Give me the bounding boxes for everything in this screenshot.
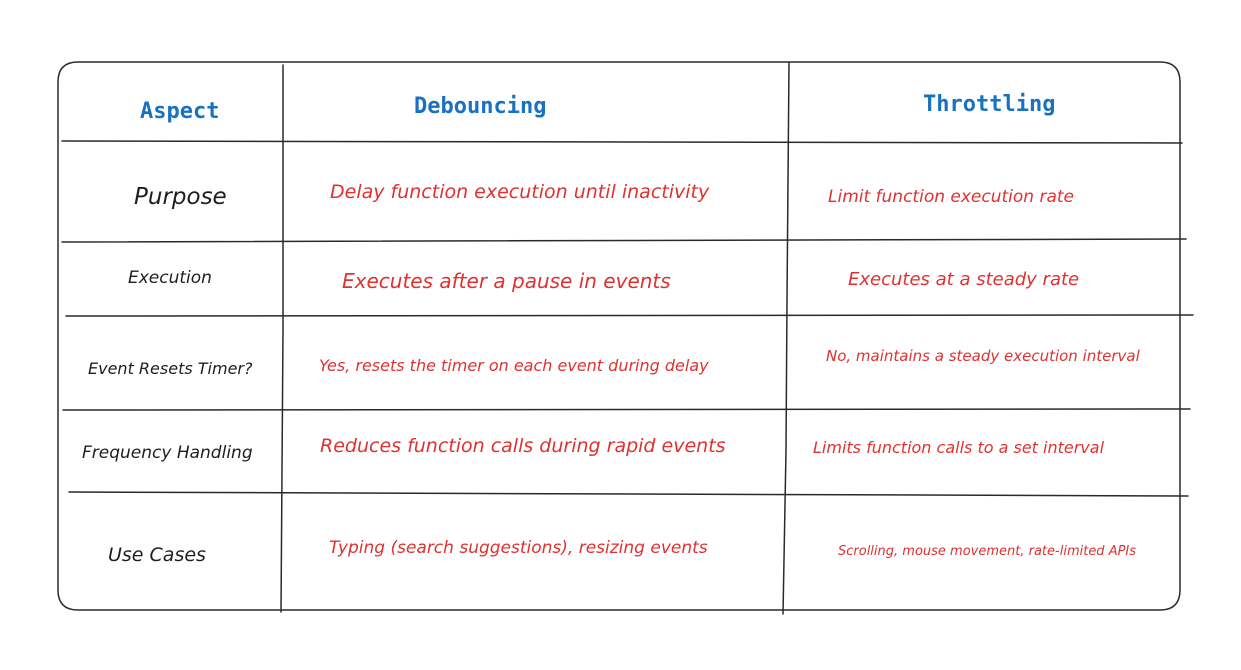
row-aspect-event-resets: Event Resets Timer?	[88, 359, 253, 378]
row-aspect-frequency-handling: Frequency Handling	[82, 443, 253, 463]
header-debouncing: Debouncing	[414, 94, 547, 119]
row-aspect-execution: Execution	[128, 268, 212, 288]
row-divider-3	[65, 314, 1194, 317]
row-divider-2	[61, 238, 1187, 243]
header-aspect: Aspect	[140, 99, 220, 124]
row-divider-1	[61, 140, 1183, 144]
row-debouncing-use-cases: Typing (search suggestions), resizing ev…	[329, 538, 708, 558]
column-divider-1	[280, 64, 284, 613]
row-throttling-event-resets: No, maintains a steady execution interva…	[826, 347, 1140, 365]
row-throttling-purpose: Limit function execution rate	[828, 187, 1074, 207]
row-aspect-use-cases: Use Cases	[108, 544, 206, 566]
row-divider-4	[62, 408, 1191, 411]
row-debouncing-execution: Executes after a pause in events	[342, 269, 671, 293]
row-throttling-execution: Executes at a steady rate	[848, 269, 1080, 290]
row-divider-5	[68, 491, 1189, 497]
row-throttling-use-cases: Scrolling, mouse movement, rate-limited …	[838, 544, 1137, 559]
row-aspect-purpose: Purpose	[134, 184, 227, 210]
row-debouncing-event-resets: Yes, resets the timer on each event duri…	[319, 356, 709, 375]
table-border	[57, 61, 1181, 611]
row-throttling-frequency-handling: Limits function calls to a set interval	[813, 438, 1105, 457]
header-throttling: Throttling	[923, 92, 1056, 117]
row-debouncing-purpose: Delay function execution until inactivit…	[330, 181, 710, 203]
row-debouncing-frequency-handling: Reduces function calls during rapid even…	[320, 435, 726, 457]
column-divider-2	[782, 61, 790, 615]
